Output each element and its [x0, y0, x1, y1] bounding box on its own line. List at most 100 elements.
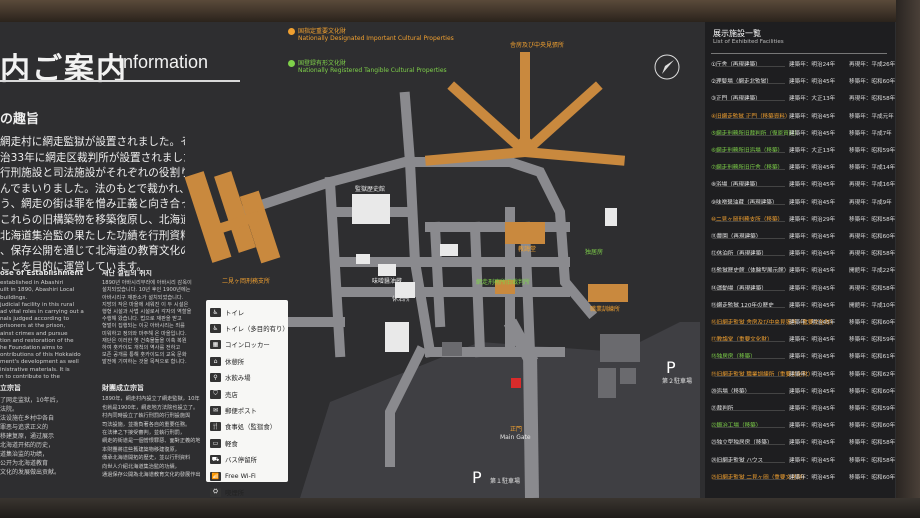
facility-name: ㉓独立型独居房（移築）	[711, 440, 773, 447]
legend-row: ▦コインロッカー	[210, 337, 288, 353]
intro-section: の趣旨 網走村に網走監獄が設置されました。その治33年に網走区裁判所が設置されま…	[0, 108, 185, 275]
label-main-gate: 正門	[510, 426, 523, 433]
legend-row: ▭軽食	[210, 435, 288, 451]
text-line: inistrative materials. It is	[0, 366, 70, 373]
facility-list-item: ⑯旧網走監獄 舎房及び中央見張所（重要文化財）建築年：明治45年移築年：昭和60…	[711, 318, 895, 334]
facility-relocated-year: 再現年：昭和60年	[849, 234, 896, 240]
facility-built-year: 建築年：明治45年	[789, 474, 836, 481]
chinese-simplified-heading: 立宗旨	[0, 384, 21, 392]
facility-subtext-line	[715, 220, 785, 222]
facility-built-year: 建築年：明治45年	[789, 251, 836, 258]
facility-name: ④旧網走監獄 正門（移築資料）	[711, 113, 791, 120]
legend-label: Free Wi-Fi	[225, 472, 256, 481]
label-court: 網走刑務所旧裁判所	[476, 279, 531, 286]
text-line: 보존 공개를 통해 홋카이도의 교육 문화	[102, 352, 187, 359]
facility-list-item: ㉒鍛冶工場（移築）建築年：明治45年移築年：昭和60年	[711, 421, 895, 437]
text-line: 道集治监的功绩，	[0, 451, 49, 458]
facility-name: ㉑裁判所	[711, 406, 734, 412]
legend-label: バス停留所	[225, 456, 257, 465]
title-english: Information	[118, 52, 209, 72]
text-line: 法设施在乡村中各自	[0, 415, 55, 422]
facility-relocated-year: 移築年：平成元年	[849, 113, 894, 120]
chinese-traditional-heading: 財團成立宗旨	[102, 384, 144, 392]
facility-relocated-year: 移築年：昭和60年	[849, 79, 896, 86]
legend-important-category: 国指定重要文化財 Nationally Designated Important…	[288, 28, 454, 43]
facility-map: 国指定重要文化財 Nationally Designated Important…	[180, 22, 700, 499]
facility-list-item: ⑭運動場（再現建築）建築年：明治45年再現年：昭和58年	[711, 284, 895, 300]
text-line: 지방의 작은 마을에 세워진 이 두 시설은	[102, 301, 189, 308]
facility-list-item: ⑬監獄歴史館（体験型展示館）建築年：明治45年開館年：平成22年	[711, 266, 895, 282]
facility-relocated-year: 移築年：昭和60年	[849, 423, 896, 430]
facility-relocated-year: 再現年：平成26年	[849, 62, 896, 68]
facility-name: ⑧浴場（再現建築）	[711, 182, 761, 189]
text-line: 移建复原，通过展示	[0, 433, 55, 440]
green-dot-icon	[288, 60, 295, 67]
facility-name: ⑳浴場（移築）	[711, 388, 751, 395]
text-line: n to contribute to the	[0, 373, 60, 380]
label-history-hall: 監獄歴史館	[355, 186, 386, 193]
facility-built-year: 建築年：明治24年	[789, 62, 836, 68]
text-line: ment's development as well	[0, 359, 79, 366]
text-line: 1890年，網走村內設立了網走監獄，10年後，	[102, 396, 200, 403]
facility-list-item: ㉕旧網走監獄 二見ヶ岡（重要文化財）建築年：明治45年移築年：昭和60年	[711, 473, 895, 489]
facility-subtext-line	[715, 203, 785, 205]
facility-built-year: 建築年：明治45年	[789, 130, 836, 137]
text-line: judicial facility in this rural	[0, 301, 74, 308]
facility-name: ⑨味噌醤油蔵（再現建築）	[711, 199, 778, 206]
facility-list-item: ⑫休泊所（再現建築） 建築年：明治45年 再現年：昭和58年	[711, 249, 895, 265]
facility-name: ⑥網走刑務所旧浴場（移築）	[711, 148, 784, 154]
text-line: 本財團將這些舊建築物移建復原，	[102, 446, 180, 453]
facility-subtext-line	[715, 461, 785, 463]
chinese-traditional-column: 財團成立宗旨 1890年，網走村內設立了網走監獄，10年後，也就是1900年，網…	[102, 384, 200, 494]
legend-row: ⚲水飲み場	[210, 370, 288, 386]
legend-row: 🍴食事処（監獄食）	[210, 419, 288, 435]
facility-name: ⑭運動場（再現建築）	[711, 285, 767, 292]
legend-row: ⛭喫煙所	[210, 484, 288, 500]
map-canvas	[184, 52, 700, 499]
text-line: 재단은 이러한 옛 건축물들을 이축 복원	[102, 337, 187, 344]
facility-relocated-year: 再現年：昭和58年	[849, 251, 896, 258]
facility-name: ⑫休泊所（再現建築）	[711, 251, 767, 258]
text-line: 村內同時設立了執行刑罰的行刑設施與	[102, 413, 191, 420]
facility-name: ⑰教誨堂（重要文化財）	[711, 337, 773, 344]
text-line: 北海道开拓的历史，	[0, 442, 55, 449]
facility-built-year: 建築年：明治45年	[789, 268, 836, 275]
facility-built-year: 建築年：明治45年	[789, 354, 836, 361]
facility-list-item: ⑩二見ヶ岡刑務支所（移築）建築年：明治29年移築年：昭和58年	[711, 215, 895, 231]
text-line: んでまいりました。法のもとで裁かれ、行刑	[0, 182, 185, 195]
restaurant-icon: 🍴	[210, 422, 221, 432]
text-line: 행형 시설과 사법 시설로서 각자의 역할을	[102, 309, 192, 316]
facility-subtext-line	[715, 169, 785, 171]
facility-built-year: 建築年：明治45年	[789, 165, 836, 172]
facility-relocated-year: 移築年：昭和59年	[849, 337, 896, 344]
text-line: 하여 홋카이도 개척의 역사를 전하고	[102, 345, 181, 352]
facility-list-item: ③正門（再現建築）建築年：大正13年再現年：昭和58年	[711, 94, 895, 110]
facility-relocated-year: 移築年：昭和59年	[849, 406, 896, 412]
text-line: 罪恶与追求正义的	[0, 424, 49, 431]
facility-subtext-line	[715, 427, 785, 429]
orange-dot-icon	[288, 28, 295, 35]
legend-label: 軽食	[225, 439, 238, 448]
label-workshop: 職業訓練所	[590, 306, 621, 313]
facility-relocated-year: 開館年：平成10年	[849, 302, 896, 309]
facility-name: ③正門（再現建築）	[711, 96, 761, 103]
list-subtitle: List of Exhibited Facilities	[713, 39, 784, 45]
facility-subtext-line	[715, 134, 785, 136]
text-line: 1890년 아바시리무라에 아바시리 감옥이	[102, 280, 192, 287]
text-line: 형벌이 집행되는 이곳 아바시리는 죄를	[102, 323, 185, 330]
text-line: ad vital roles in carrying out a	[0, 309, 84, 316]
chinese-simplified-column: 立宗旨 了网走监狱，10年后，法院。法设施在乡村中各自罪恶与追求正义的移建复原，…	[0, 384, 95, 494]
facility-list-item: ⑳浴場（移築）建築年：明治45年移築年：昭和60年	[711, 387, 895, 403]
facility-built-year: 建築年：明治45年	[789, 371, 836, 378]
text-line: 司法設施，並擔負著各自的重要任務。	[102, 421, 191, 428]
text-line: 아바시리구 재판소가 설치되었습니다.	[102, 294, 184, 301]
english-column: ose of Establishment established in Abas…	[0, 270, 95, 380]
facility-list-item: ⑥網走刑務所旧浴場（移築）建築年：大正13年移築年：昭和59年	[711, 146, 895, 162]
facility-subtext-line	[715, 83, 785, 85]
legend-registered-category: 国登録有形文化財 Nationally Registered Tangible …	[288, 60, 447, 75]
facility-list-item: ⑦網走刑務所旧庁舎（移築）建築年：明治45年移築年：平成14年	[711, 163, 895, 179]
legend-row: ♿トイレ	[210, 304, 288, 320]
text-line: 法院。	[0, 406, 19, 413]
